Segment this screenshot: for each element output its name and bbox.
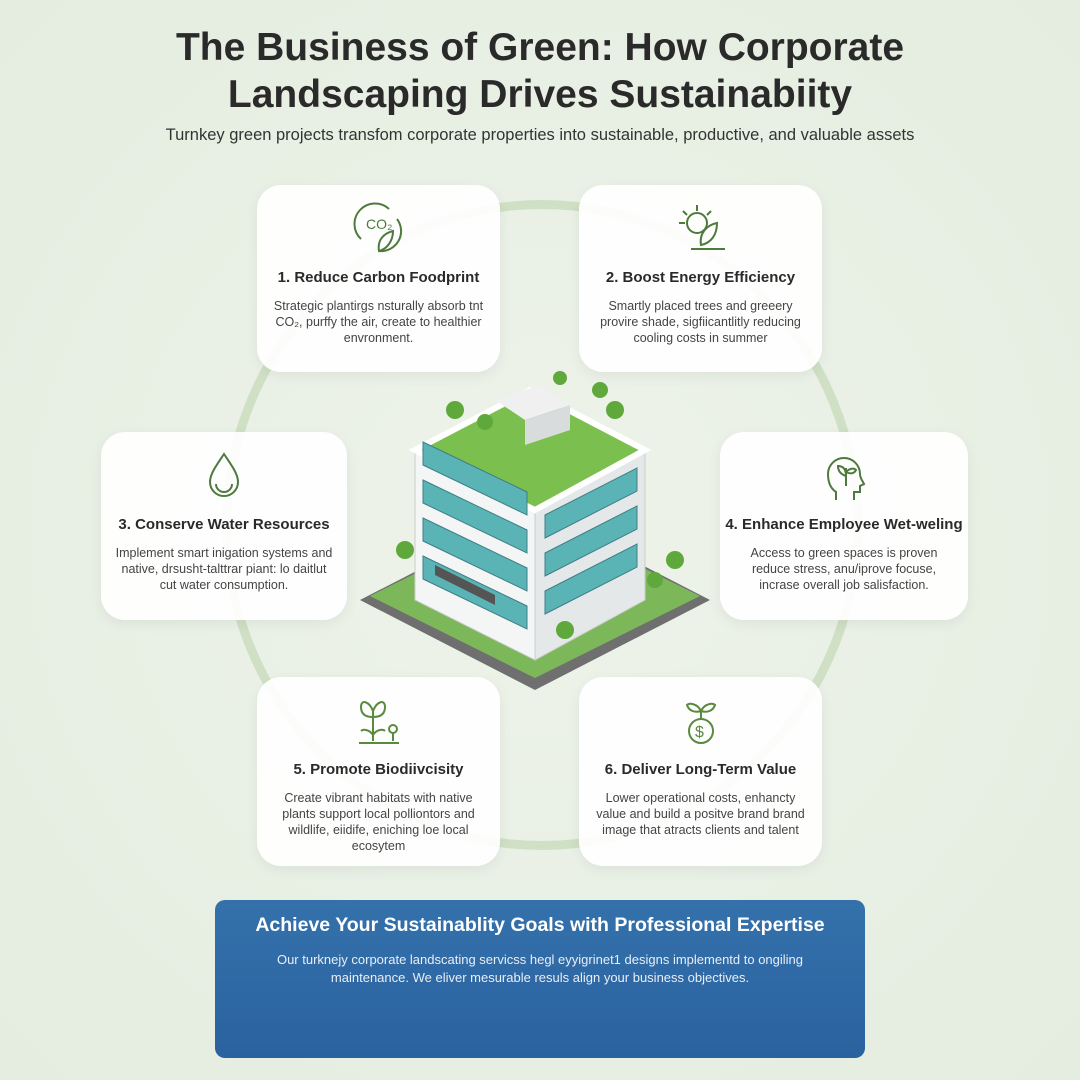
card-text: Smartly placed trees and greeery provire… bbox=[600, 299, 801, 345]
card-text: Create vibrant habitats with native plan… bbox=[282, 791, 475, 853]
card-employee-wellbeing: 4. Enhance Employee Wet-weling Access to… bbox=[720, 432, 968, 620]
sun-leaf-icon bbox=[678, 205, 725, 250]
card-conserve-water: 3. Conserve Water Resources Implement sm… bbox=[101, 432, 347, 620]
cta-banner: Achieve Your Sustainablity Goals with Pr… bbox=[215, 900, 865, 1058]
banner-title: Achieve Your Sustainablity Goals with Pr… bbox=[255, 914, 825, 936]
head-plant-icon bbox=[826, 457, 866, 500]
card-title: 2. Boost Energy Efficiency bbox=[605, 269, 796, 286]
banner-text: Our turknejy corporate landscating servi… bbox=[276, 952, 804, 985]
green-building-illustration bbox=[360, 371, 710, 690]
svg-text:CO₂: CO₂ bbox=[366, 216, 392, 232]
card-title: 1. Reduce Carbon Foodprint bbox=[277, 269, 480, 286]
card-biodiversity: 5. Promote Biodiivcisity Create vibrant … bbox=[257, 677, 500, 866]
card-title: 3. Conserve Water Resources bbox=[118, 516, 330, 533]
butterfly-flower-icon bbox=[358, 701, 399, 744]
card-energy-efficiency: 2. Boost Energy Efficiency Smartly place… bbox=[579, 185, 822, 372]
card-text: Lower operational costs, enhancty value … bbox=[596, 791, 805, 837]
card-text: Access to green spaces is proven reduce … bbox=[750, 546, 938, 592]
co2-leaf-icon: CO₂ bbox=[353, 202, 402, 253]
svg-text:$: $ bbox=[695, 724, 704, 741]
card-long-term-value: $ 6. Deliver Long-Term Value Lower opera… bbox=[579, 677, 822, 866]
card-title: 5. Promote Biodiivcisity bbox=[293, 761, 464, 778]
card-reduce-carbon: CO₂ 1. Reduce Carbon Foodprint Strategic… bbox=[257, 185, 500, 372]
card-text: Strategic plantirgs nsturally absorb tnt… bbox=[273, 299, 484, 345]
subtitle: Turnkey green projects transfom corporat… bbox=[165, 126, 915, 144]
money-sprout-icon: $ bbox=[685, 702, 716, 744]
card-text: Implement smart inigation systems and na… bbox=[115, 546, 333, 592]
water-drop-cycle-icon bbox=[208, 452, 240, 497]
title-line-1: The Business of Green: How Corporate bbox=[175, 26, 905, 69]
card-title: 6. Deliver Long-Term Value bbox=[604, 761, 797, 778]
card-title: 4. Enhance Employee Wet-weling bbox=[725, 516, 963, 533]
title-line-2: Landscaping Drives Sustainabiity bbox=[227, 73, 853, 116]
